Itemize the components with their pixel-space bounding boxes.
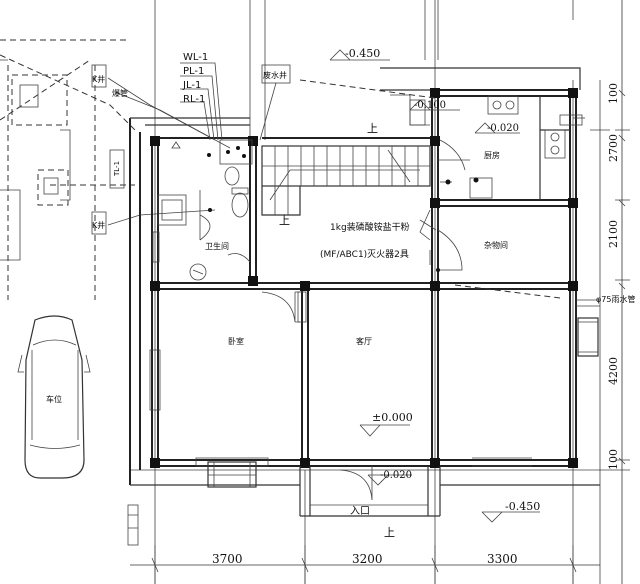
grid-lines <box>130 0 630 584</box>
label-stairs-up: 上 <box>279 214 290 227</box>
storage-door <box>419 210 463 272</box>
pipe-leaders <box>180 62 291 141</box>
label-wl: WL-1 <box>183 52 208 63</box>
label-well-bottom: K井 <box>92 220 105 230</box>
room-living: 客厅 <box>356 336 372 346</box>
level-entrance: -0.020 <box>380 470 412 481</box>
dim-right-0: 100 <box>607 83 620 104</box>
bathroom-fixtures <box>157 139 253 281</box>
label-kitchen-up: 上 <box>367 122 378 135</box>
dim-bottom-0: 3700 <box>212 552 243 566</box>
dim-right-4: 100 <box>607 449 620 470</box>
right-side <box>576 0 630 584</box>
label-tl: TL-1 <box>113 161 121 177</box>
walls <box>129 67 600 486</box>
dim-right-3: 4200 <box>607 357 620 385</box>
level-top: -0.450 <box>345 47 380 60</box>
dim-right-1: 2700 <box>607 134 620 162</box>
room-kitchen: 厨房 <box>484 150 500 160</box>
dim-right-2: 2100 <box>607 220 620 248</box>
extinguisher-line2: (MF/ABC1)灭火器2具 <box>320 249 409 260</box>
staircase <box>261 145 431 216</box>
left-exterior <box>0 39 231 546</box>
label-rain-outlet: φ75雨水管 <box>596 294 635 304</box>
room-storage: 杂物间 <box>484 240 508 250</box>
label-pl: PL-1 <box>183 66 204 77</box>
doors-windows <box>149 114 599 517</box>
dim-bottom-1: 3200 <box>352 552 383 566</box>
dim-bottom-2: 3300 <box>487 552 518 566</box>
label-jl: JL-1 <box>182 80 201 91</box>
label-entrance: 入口 <box>350 506 370 517</box>
level-floor: ±0.000 <box>372 411 413 424</box>
parked-car <box>17 315 91 479</box>
label-rl: RL-1 <box>183 94 205 105</box>
label-mesh: 爆管 <box>112 88 128 98</box>
level-markers <box>299 49 561 523</box>
level-kitchen-b: -0.020 <box>487 123 519 134</box>
room-bathroom: 卫生间 <box>205 241 229 251</box>
dimensions <box>130 89 626 584</box>
level-kitchen-a: -0.100 <box>414 100 446 111</box>
room-bedroom: 卧室 <box>228 336 244 346</box>
labels: WL-1 PL-1 JL-1 RL-1 废水井 K井 K井 爆管 TL-1 φ7… <box>46 47 635 566</box>
label-well-top: K井 <box>92 74 105 84</box>
label-entrance-up: 上 <box>384 526 395 539</box>
columns <box>150 88 578 468</box>
level-outside: -0.450 <box>505 500 540 513</box>
room-parking: 车位 <box>46 394 62 404</box>
kitchen-fixtures <box>390 94 570 200</box>
label-downspout: 废水井 <box>263 70 287 80</box>
extinguisher-line1: 1kg装磷酸铵盐干粉 <box>330 221 410 233</box>
